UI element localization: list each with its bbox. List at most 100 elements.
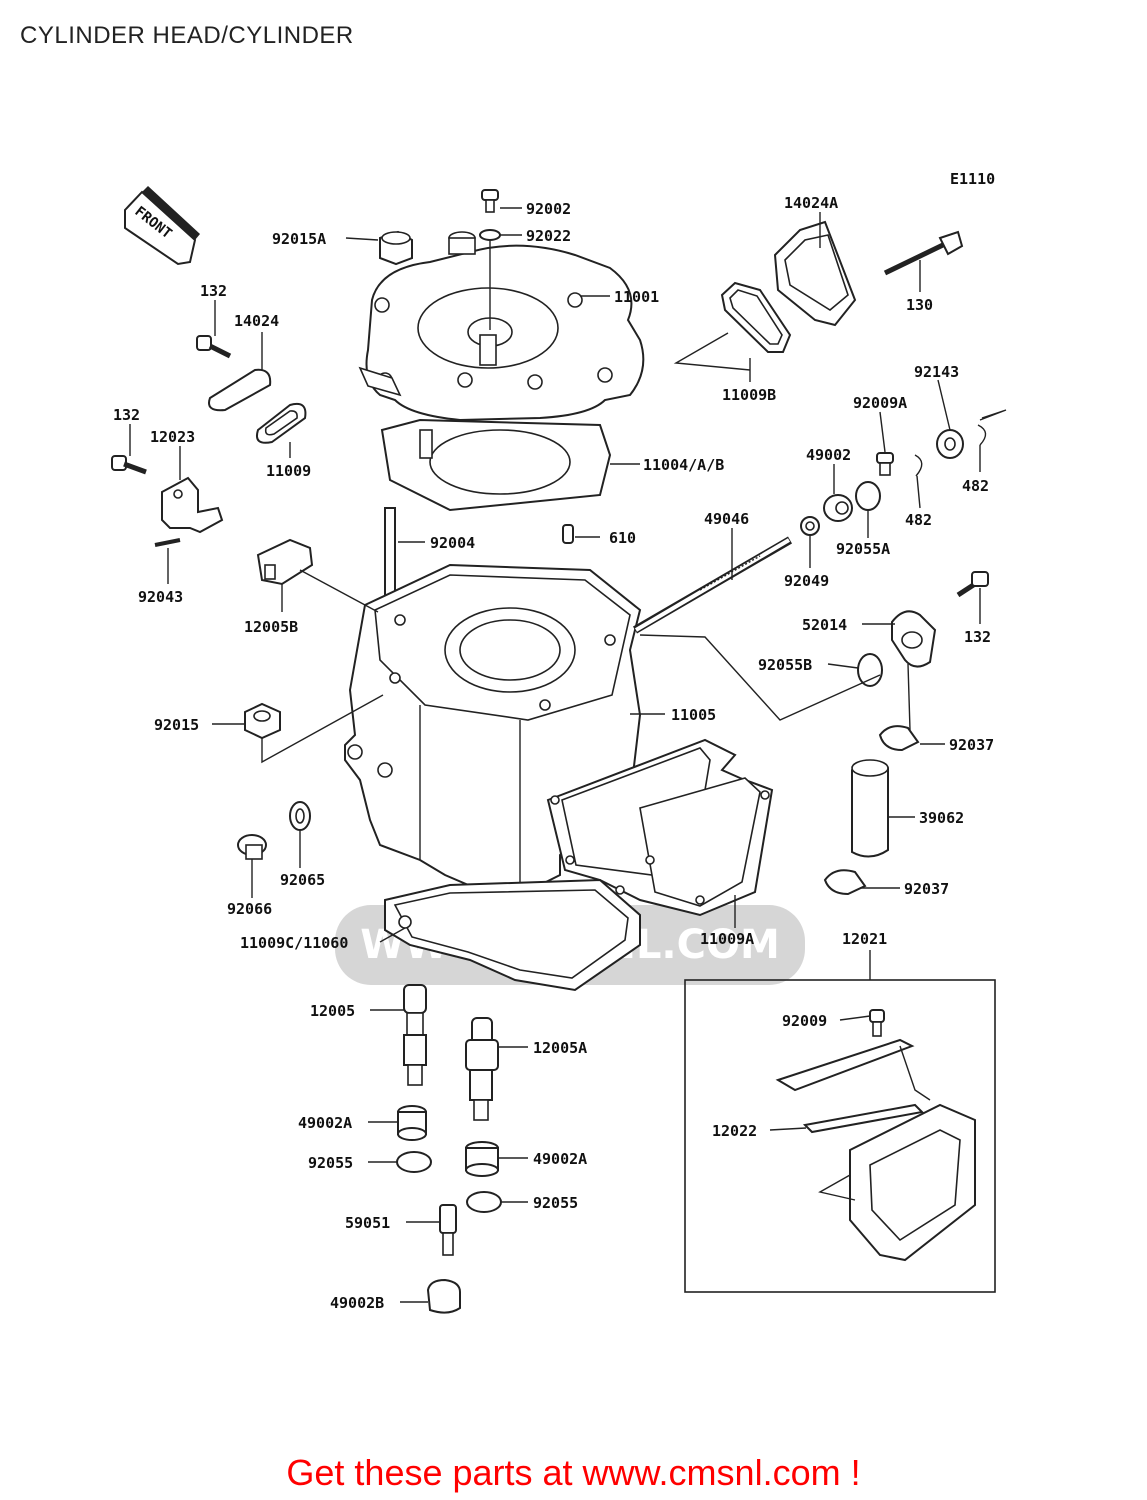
cap-49002B-part xyxy=(426,1278,461,1314)
label-92066: 92066 xyxy=(227,900,272,918)
label-92015A: 92015A xyxy=(272,230,326,248)
label-11005: 11005 xyxy=(671,706,716,724)
bracket-12023-part xyxy=(161,476,224,534)
label-49002B: 49002B xyxy=(330,1294,384,1312)
label-11009C-11060: 11009C/11060 xyxy=(240,934,348,952)
bolt-132-top-part xyxy=(196,335,232,359)
screw-92009A-part xyxy=(876,452,894,476)
label-11009: 11009 xyxy=(266,462,311,480)
label-49002: 49002 xyxy=(806,446,851,464)
reed-petal-12022-part xyxy=(775,1038,925,1134)
bolt-132-left-part xyxy=(111,455,147,475)
base-gasket-11009C-part xyxy=(384,878,641,992)
label-92009: 92009 xyxy=(782,1012,827,1030)
oring-92055B-part xyxy=(857,653,883,687)
label-11001: 11001 xyxy=(614,288,659,306)
page-title: CYLINDER HEAD/CYLINDER xyxy=(20,22,354,49)
label-482-a: 482 xyxy=(962,477,989,495)
shaft-49046-part xyxy=(632,536,793,634)
label-49002A-a: 49002A xyxy=(298,1114,352,1132)
label-482-b: 482 xyxy=(905,511,932,529)
oring-92055-right-part xyxy=(466,1191,502,1213)
label-11009B: 11009B xyxy=(722,386,776,404)
figure-code: E1110 xyxy=(950,170,995,188)
oring-92055A-part xyxy=(855,481,881,511)
label-12023: 12023 xyxy=(150,428,195,446)
label-12005A: 12005A xyxy=(533,1039,587,1057)
label-14024: 14024 xyxy=(234,312,279,330)
label-39062: 39062 xyxy=(919,809,964,827)
bushing-49002-part xyxy=(823,494,853,522)
reed-block-12021-part xyxy=(849,1103,976,1262)
label-92037-b: 92037 xyxy=(904,880,949,898)
label-12005: 12005 xyxy=(310,1002,355,1020)
dowel-610-part xyxy=(562,524,574,544)
label-132-right: 132 xyxy=(964,628,991,646)
pin-92043-part xyxy=(154,538,181,547)
label-92037-a: 92037 xyxy=(949,736,994,754)
sensor-12005A-part xyxy=(465,1017,499,1121)
bolt-130-part xyxy=(883,230,964,276)
clip-482-part xyxy=(914,424,987,477)
label-49046: 49046 xyxy=(704,510,749,528)
hose-39062-part xyxy=(851,759,889,858)
gasket-11009-part xyxy=(256,402,307,444)
label-92043: 92043 xyxy=(138,588,183,606)
gasket-11009B-part xyxy=(720,281,792,353)
nut-92015A-part xyxy=(379,230,476,266)
label-49002A-b: 49002A xyxy=(533,1150,587,1168)
label-610: 610 xyxy=(609,529,636,547)
label-92002: 92002 xyxy=(526,200,571,218)
screw-92009-part xyxy=(869,1009,885,1037)
clamp-92037-bottom-part xyxy=(823,869,867,896)
label-92055-b: 92055 xyxy=(533,1194,578,1212)
label-92022: 92022 xyxy=(526,227,571,245)
label-132-left: 132 xyxy=(113,406,140,424)
flange-52014-part xyxy=(891,610,937,668)
label-92009A: 92009A xyxy=(853,394,907,412)
label-92065: 92065 xyxy=(280,871,325,889)
oring-92055-left-part xyxy=(396,1151,432,1173)
washer-92143-part xyxy=(936,429,964,459)
label-92055-a: 92055 xyxy=(308,1154,353,1172)
label-12005B: 12005B xyxy=(244,618,298,636)
label-92143: 92143 xyxy=(914,363,959,381)
label-11004AB: 11004/A/B xyxy=(643,456,724,474)
parts-diagram: WWW.CMSNL.COM FRONT E1110 xyxy=(111,170,1007,1314)
label-14024A: 14024A xyxy=(784,194,838,212)
reed-valve-box xyxy=(684,950,996,1293)
label-92004: 92004 xyxy=(430,534,475,552)
bushing-49002A-left-part xyxy=(397,1105,427,1141)
part-labels: 92002 92022 92015A 11001 14024A 130 1100… xyxy=(113,194,994,1312)
label-59051: 59051 xyxy=(345,1214,390,1232)
washer-92065-part xyxy=(289,801,311,831)
label-12022: 12022 xyxy=(712,1122,757,1140)
cylinder-head-part xyxy=(358,244,645,422)
seal-92049-part xyxy=(800,516,820,536)
clamp-92037-top-part xyxy=(878,725,920,752)
head-gasket-11004-part xyxy=(380,418,612,512)
label-132-top: 132 xyxy=(200,282,227,300)
label-92015: 92015 xyxy=(154,716,199,734)
nut-92015-part xyxy=(244,702,281,740)
sensor-12005B-part xyxy=(256,538,314,586)
cover-14024-part xyxy=(208,368,272,412)
label-11009A: 11009A xyxy=(700,930,754,948)
screw-92066-part xyxy=(237,834,267,860)
label-52014: 52014 xyxy=(802,616,847,634)
label-92055A: 92055A xyxy=(836,540,890,558)
bolt-132-right-part xyxy=(956,571,989,598)
cover-14024A-part xyxy=(773,220,857,327)
cta-link[interactable]: Get these parts at www.cmsnl.com ! xyxy=(286,1452,861,1493)
label-12021: 12021 xyxy=(842,930,887,948)
label-130: 130 xyxy=(906,296,933,314)
reed-gasket-11009A-part xyxy=(546,738,774,917)
label-92055B: 92055B xyxy=(758,656,812,674)
leader-lines xyxy=(129,207,1007,1303)
front-arrow-icon: FRONT xyxy=(124,186,200,266)
label-92049: 92049 xyxy=(784,572,829,590)
stud-92004-part xyxy=(384,507,396,601)
bushing-49002A-right-part xyxy=(465,1141,499,1177)
sensor-12005-part xyxy=(403,984,427,1086)
gear-59051-part xyxy=(439,1204,457,1256)
